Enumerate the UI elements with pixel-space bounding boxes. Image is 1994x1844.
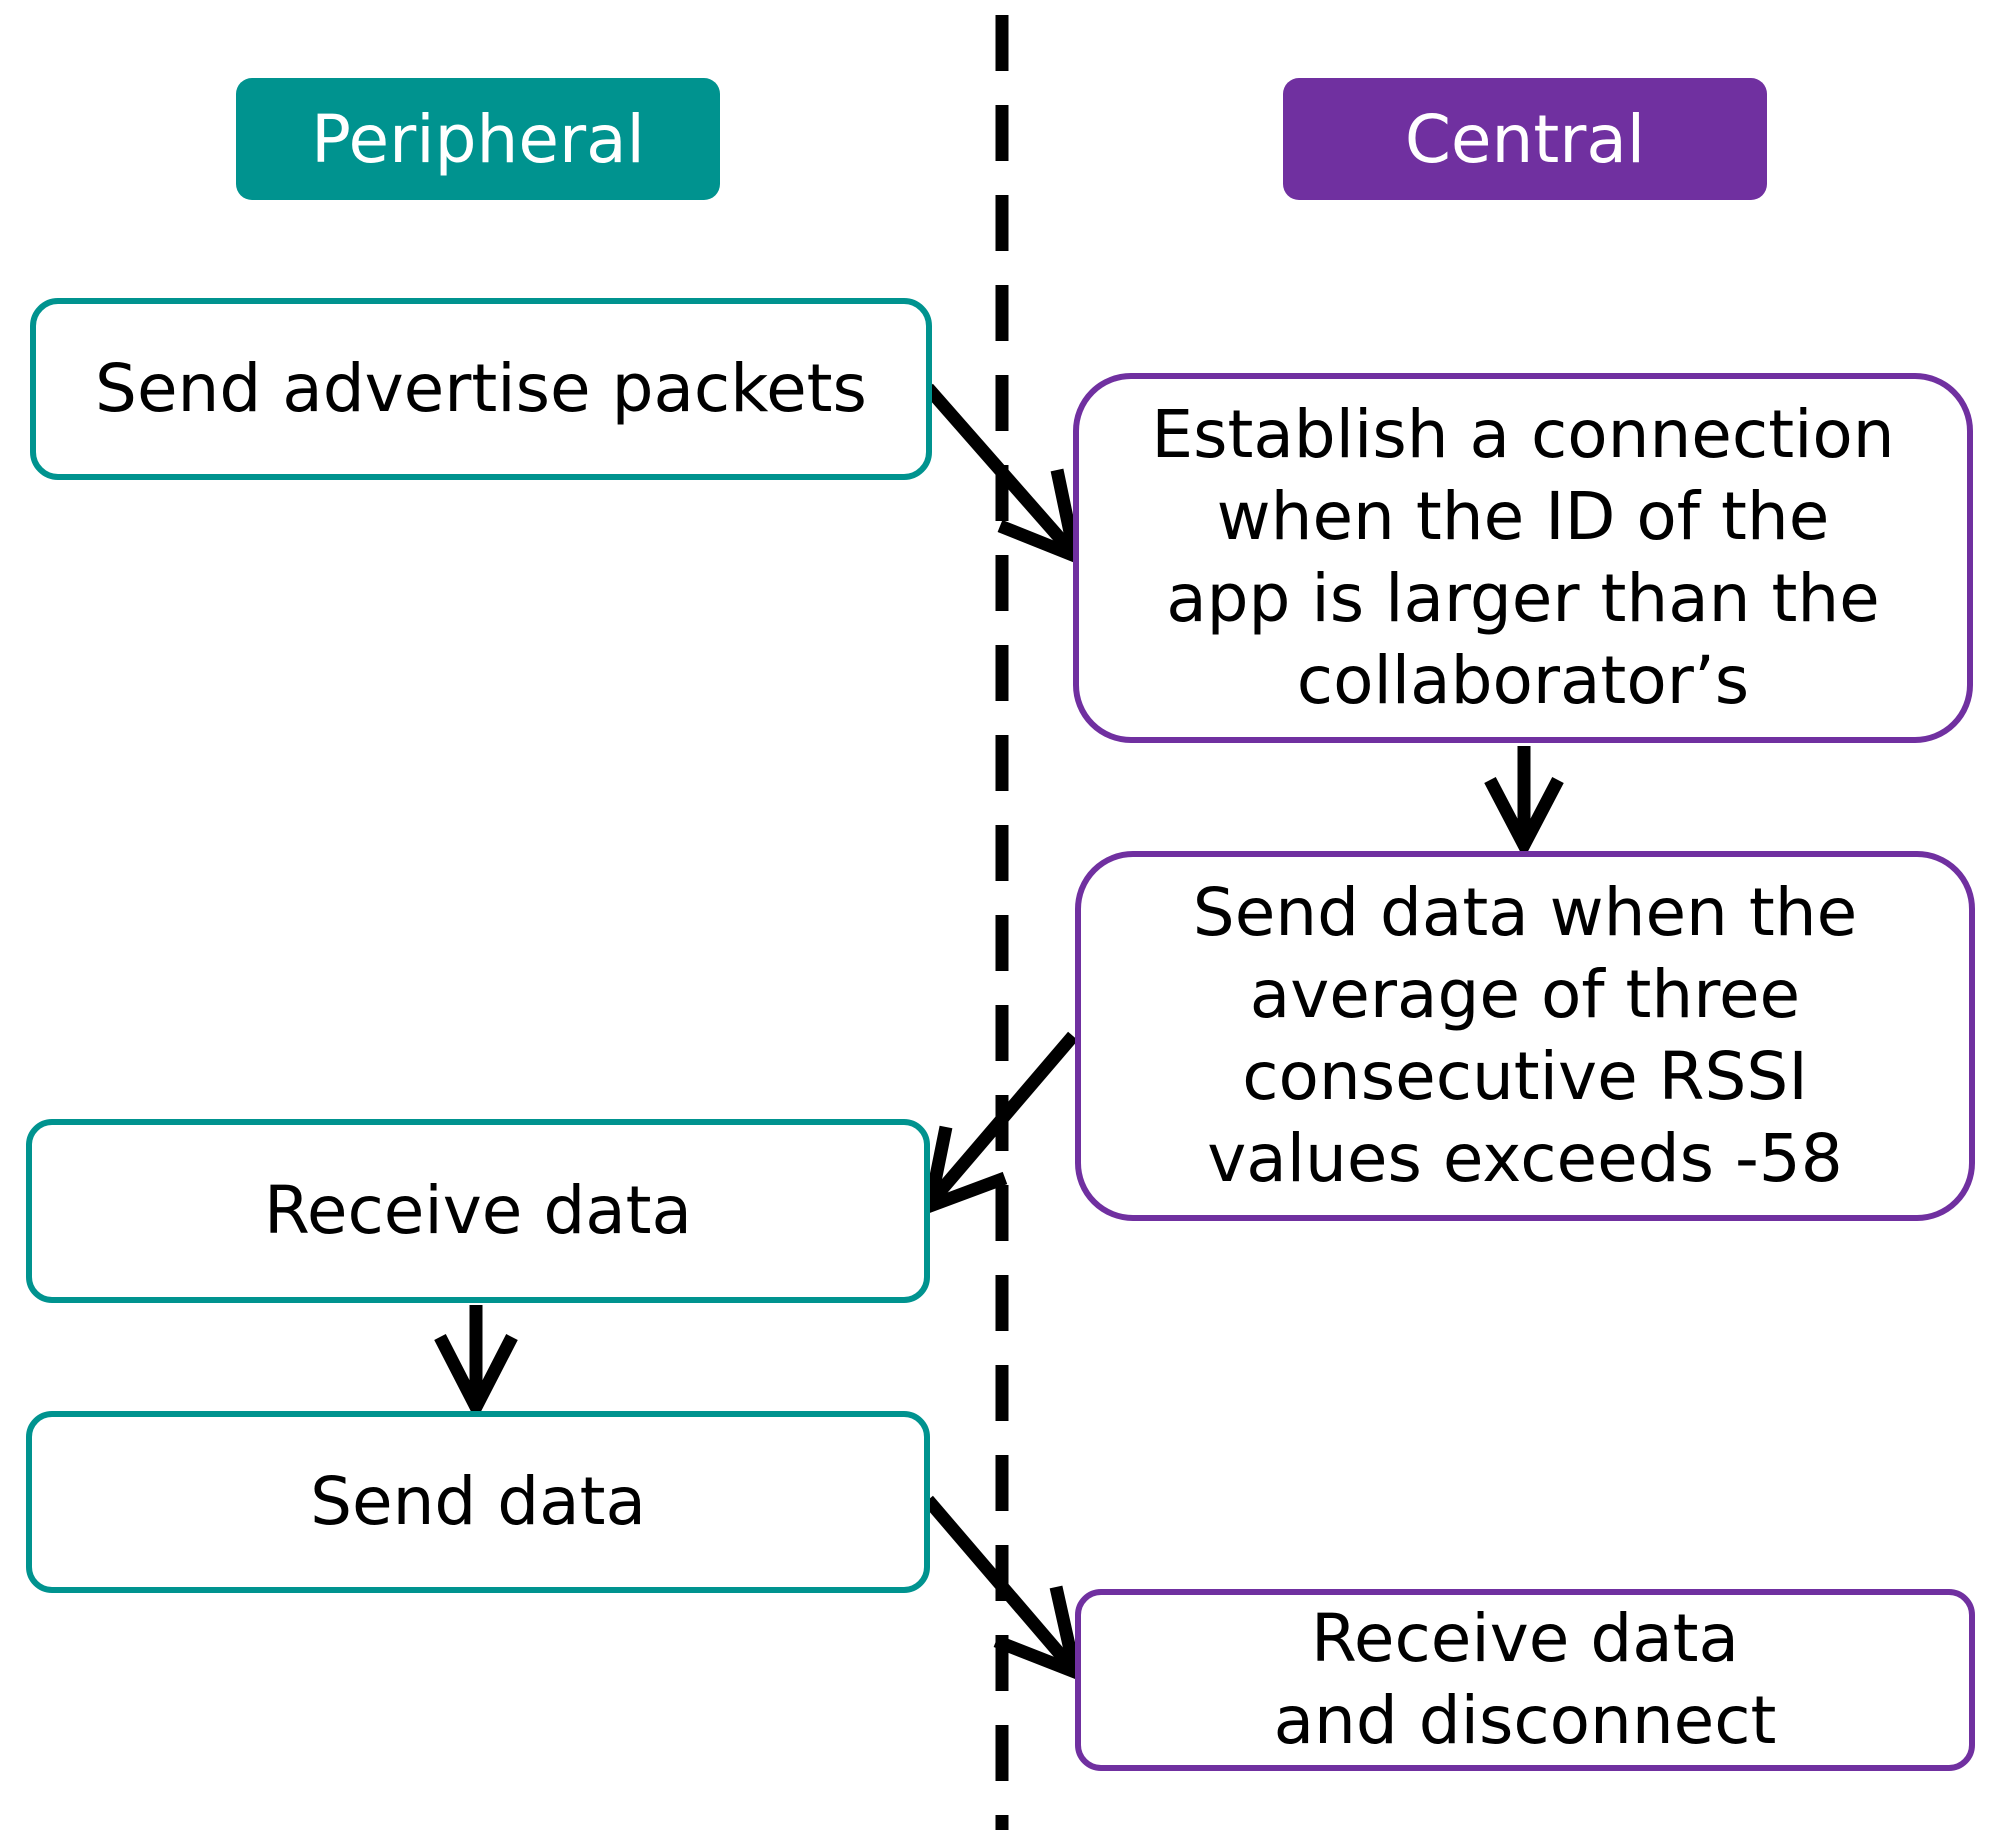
step-receive-data-label: Receive data — [263, 1172, 693, 1250]
arrow-advertise-to-connect — [923, 383, 1077, 557]
step-receive-data: Receive data — [26, 1119, 930, 1303]
step-establish-connection: Establish a connection when the ID of th… — [1073, 373, 1973, 743]
arrow-send-to-receive-disconnect — [923, 1495, 1077, 1673]
step-send-data-rssi-label: Send data when the average of three cons… — [1192, 874, 1858, 1197]
step-send-data-rssi: Send data when the average of three cons… — [1075, 851, 1975, 1221]
central-lane-header: Central — [1283, 78, 1767, 200]
arrowhead-advertise-to-connect — [997, 468, 1084, 567]
step-send-advertise-packets: Send advertise packets — [30, 298, 932, 480]
step-send-data-label: Send data — [310, 1463, 646, 1541]
peripheral-lane-header: Peripheral — [236, 78, 720, 200]
step-send-advertise-packets-label: Send advertise packets — [95, 350, 867, 428]
step-receive-data-and-disconnect: Receive data and disconnect — [1075, 1589, 1975, 1771]
step-send-data: Send data — [26, 1411, 930, 1593]
central-lane-title: Central — [1404, 100, 1646, 178]
step-establish-connection-label: Establish a connection when the ID of th… — [1151, 396, 1895, 719]
arrowhead-connect-to-send-rssi — [1484, 776, 1564, 860]
peripheral-lane-title: Peripheral — [311, 100, 645, 178]
arrowhead-send-to-receive-disconnect — [993, 1585, 1085, 1683]
arrowhead-send-rssi-to-receive — [921, 1125, 1008, 1217]
arrow-send-rssi-to-receive — [926, 1031, 1078, 1207]
arrowhead-receive-to-send — [434, 1334, 518, 1422]
step-receive-data-and-disconnect-label: Receive data and disconnect — [1273, 1600, 1777, 1759]
